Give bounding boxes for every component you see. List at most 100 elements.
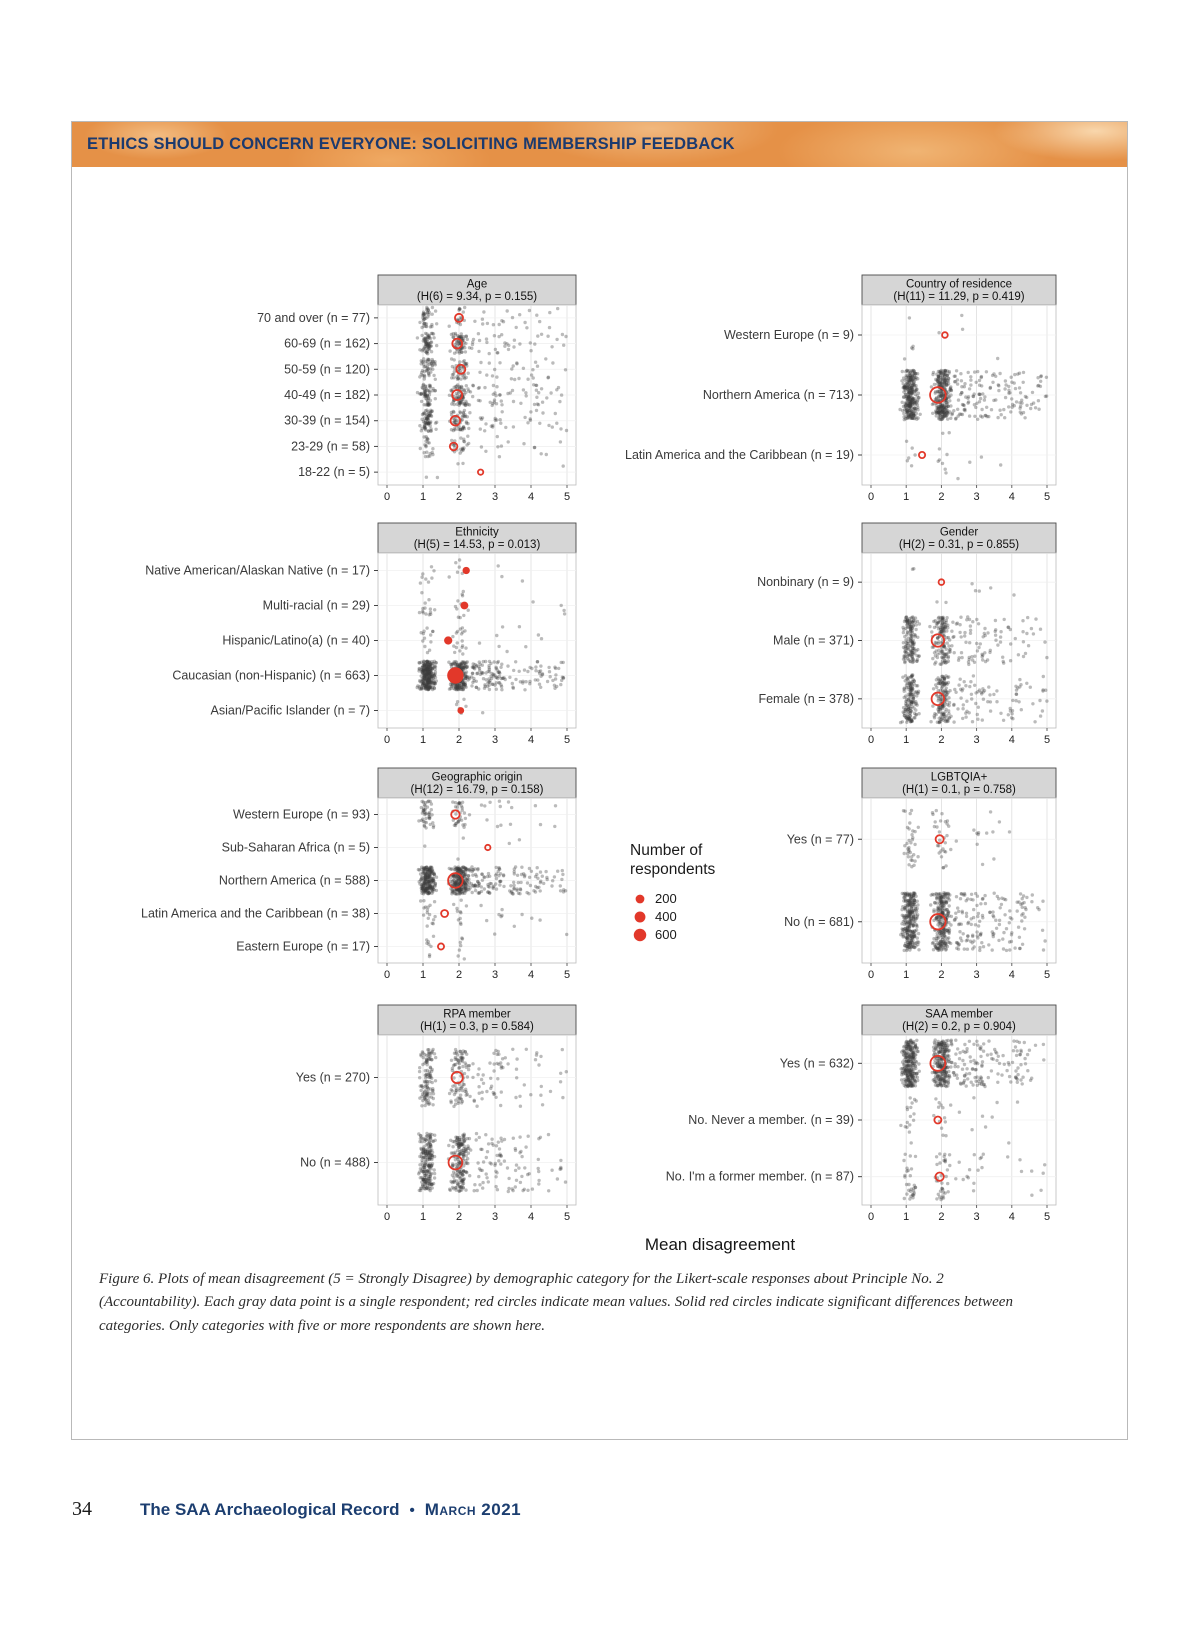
data-point <box>908 413 913 417</box>
data-point <box>510 388 515 393</box>
data-point <box>464 867 468 872</box>
data-point <box>491 392 495 396</box>
data-point <box>914 401 919 405</box>
data-point <box>908 375 912 379</box>
data-point <box>540 1103 545 1107</box>
data-point <box>1025 895 1029 900</box>
data-point <box>454 384 459 388</box>
data-point <box>449 662 453 667</box>
data-point <box>906 636 911 640</box>
data-point <box>456 334 460 338</box>
data-point <box>428 873 432 877</box>
data-point <box>422 317 426 321</box>
data-point <box>907 399 911 404</box>
data-point <box>459 387 464 391</box>
data-point <box>968 631 973 635</box>
data-point <box>907 388 911 392</box>
data-point <box>450 373 455 377</box>
data-point <box>488 400 492 404</box>
data-point <box>915 372 920 376</box>
data-point <box>977 645 981 650</box>
data-point <box>1009 642 1013 646</box>
data-point <box>908 370 913 375</box>
data-point <box>432 336 436 340</box>
data-point <box>431 1047 435 1052</box>
data-point <box>977 392 981 396</box>
data-point <box>943 369 948 374</box>
data-point <box>477 660 481 664</box>
data-point <box>458 349 462 354</box>
data-point <box>497 455 502 459</box>
data-point <box>429 414 434 418</box>
data-point <box>491 401 495 406</box>
data-point <box>905 377 909 382</box>
data-point <box>1036 399 1041 403</box>
data-point <box>1038 384 1043 389</box>
data-point <box>428 421 432 425</box>
data-point <box>496 351 500 355</box>
data-point <box>458 921 463 925</box>
data-point <box>1020 398 1024 402</box>
data-point <box>496 445 500 449</box>
data-point <box>933 391 937 395</box>
data-point <box>1031 401 1036 405</box>
data-point <box>535 364 540 368</box>
data-point <box>941 393 946 397</box>
data-point <box>455 570 460 574</box>
data-point <box>425 343 429 348</box>
data-point <box>938 924 942 929</box>
data-point <box>562 343 566 347</box>
data-point <box>431 447 435 451</box>
mean-marker <box>460 601 469 610</box>
data-point <box>426 402 430 407</box>
data-point <box>427 613 431 617</box>
data-point <box>564 334 568 339</box>
data-point <box>906 855 911 859</box>
data-point <box>450 388 454 392</box>
data-point <box>559 1071 563 1075</box>
data-point <box>905 618 910 622</box>
data-point <box>421 373 425 378</box>
data-point <box>914 415 918 419</box>
data-point <box>934 808 938 813</box>
data-point <box>424 350 428 355</box>
data-point <box>910 398 914 403</box>
data-point <box>492 398 497 402</box>
data-point <box>429 409 434 414</box>
data-point <box>906 378 911 382</box>
data-point <box>453 420 457 424</box>
data-point <box>911 398 915 402</box>
data-point <box>943 688 948 692</box>
data-point <box>458 649 462 653</box>
data-point <box>418 686 422 690</box>
data-point <box>467 403 472 407</box>
data-point <box>1004 383 1008 387</box>
data-point <box>431 389 435 393</box>
data-point <box>427 414 431 418</box>
data-point <box>421 667 426 672</box>
data-point <box>1013 372 1017 377</box>
data-point <box>941 374 945 378</box>
data-point <box>908 413 912 417</box>
data-point <box>458 411 463 415</box>
data-point <box>914 371 918 376</box>
data-point <box>943 372 948 377</box>
data-point <box>997 897 1001 901</box>
data-point <box>938 373 943 377</box>
data-point <box>901 386 905 390</box>
data-point <box>960 911 965 915</box>
data-point <box>907 658 911 662</box>
data-point <box>428 383 432 388</box>
data-point <box>976 369 980 374</box>
data-point <box>513 377 517 382</box>
data-point <box>451 372 456 376</box>
data-point <box>906 409 910 413</box>
data-point <box>977 392 982 396</box>
data-point <box>1021 619 1025 623</box>
data-point <box>930 892 935 896</box>
data-point <box>950 644 954 648</box>
data-point <box>538 669 543 673</box>
data-point <box>476 398 481 403</box>
